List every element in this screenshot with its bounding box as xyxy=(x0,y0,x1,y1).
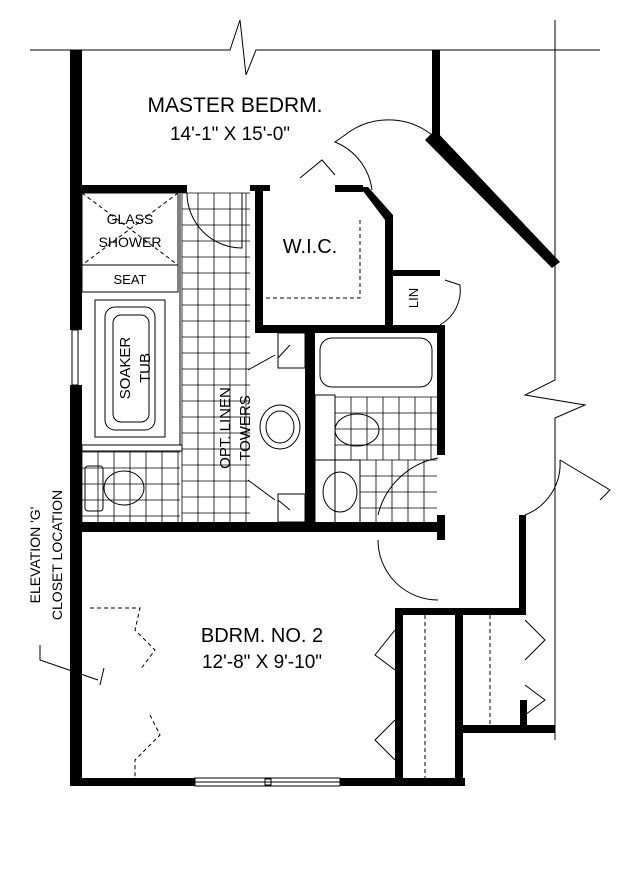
elevation-label: ELEVATION 'G' xyxy=(27,507,43,604)
master-bedroom-name: MASTER BEDRM. xyxy=(147,94,322,117)
tub-label: SOAKER xyxy=(117,337,134,400)
walls xyxy=(70,50,560,786)
elevation-label-2: CLOSET LOCATION xyxy=(49,490,65,620)
tub-label-2: TUB xyxy=(137,353,154,383)
bedroom2-name: BDRM. NO. 2 xyxy=(201,625,323,647)
seat-label: SEAT xyxy=(114,272,147,287)
window xyxy=(194,777,341,787)
shower-label: GLASS xyxy=(107,211,154,227)
master-bedroom-size: 14'-1" X 15'-0" xyxy=(170,124,290,145)
soaker-tub xyxy=(94,299,166,438)
top-break-line xyxy=(30,19,600,76)
bedroom2-size: 12'-8" X 9'-10" xyxy=(202,652,322,673)
shower-seat xyxy=(81,264,179,293)
wic-label: W.I.C. xyxy=(283,236,337,258)
towers-label: OPT. LINEN xyxy=(217,387,234,469)
shower-label-2: SHOWER xyxy=(99,234,162,250)
right-break-line xyxy=(523,20,587,740)
fixtures xyxy=(84,332,433,524)
linen-label: LIN xyxy=(406,288,421,308)
doors[interactable] xyxy=(90,119,611,778)
towers-label-2: TOWERS xyxy=(237,395,254,461)
